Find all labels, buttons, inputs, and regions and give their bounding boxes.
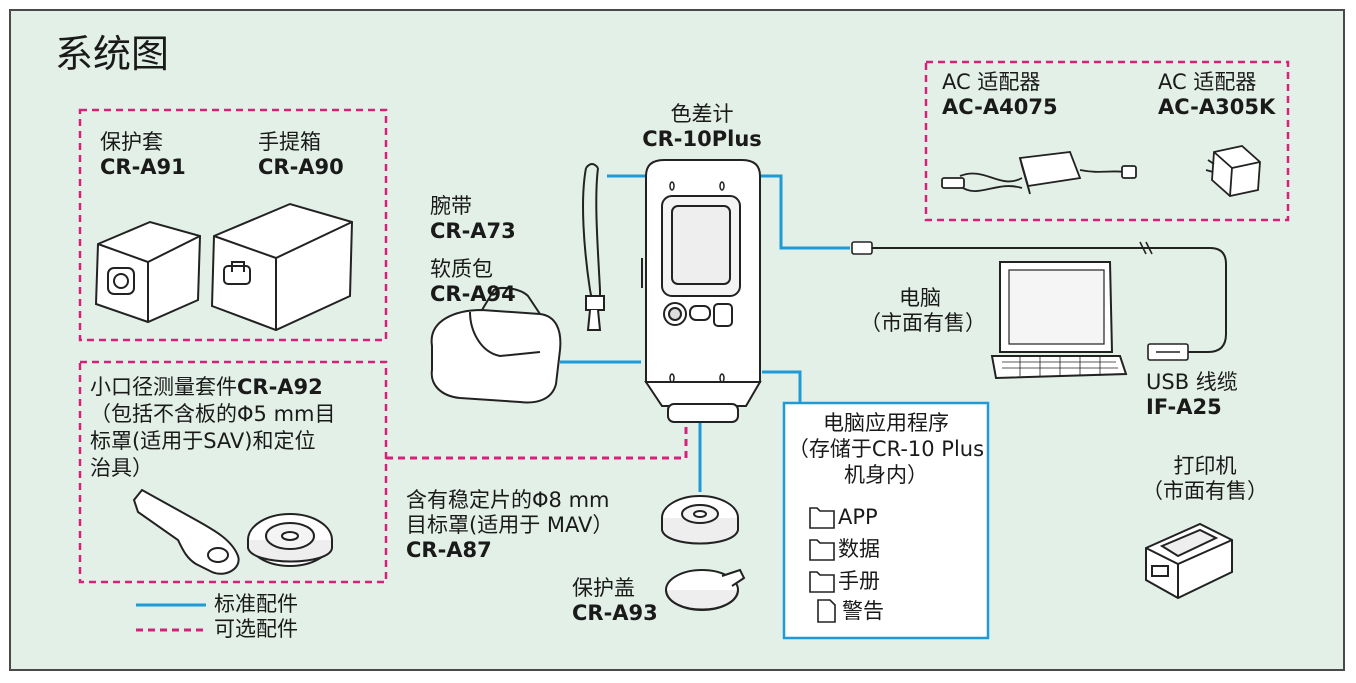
small-aperture-line3: 标罩(适用于SAV)和定位: [90, 429, 316, 453]
software-sub2: 机身内）: [844, 463, 928, 487]
cases-box: [78, 108, 388, 342]
small-aperture-line2: （包括不含板的Φ5 mm目: [90, 402, 336, 426]
small-aperture-box: [78, 360, 388, 584]
small-aperture-line4: 治具）: [90, 456, 153, 480]
folder-icon: [809, 571, 835, 593]
standard-connections: [560, 174, 850, 492]
protective-case-drawing: [94, 220, 202, 324]
adapter-a4075-model: AC-A4075: [942, 95, 1058, 119]
protective-case-name: 保护套: [100, 130, 163, 154]
carrying-box-drawing: [210, 202, 354, 332]
strap-drawing: [582, 163, 605, 331]
soft-case-drawing: [430, 287, 562, 404]
laptop-drawing: [990, 261, 1128, 380]
protective-case-model: CR-A91: [100, 155, 186, 179]
protective-cap-name: 保护盖: [572, 576, 635, 600]
software-item-warning: 警告: [842, 599, 884, 623]
main-unit-label: 色差计 CR-10Plus: [640, 102, 764, 152]
adapter-a4075-label: AC 适配器 AC-A4075: [942, 70, 1058, 120]
main-unit-drawing: [641, 159, 762, 423]
software-icons: [809, 507, 836, 623]
folder-icon: [809, 539, 835, 561]
small-aperture-model: CR-A92: [237, 375, 323, 399]
usb-cable-drawing: [851, 241, 1227, 361]
folder-icon: [809, 507, 835, 529]
protective-case-label: 保护套 CR-A91: [100, 130, 186, 180]
target-mask-drawing: [661, 495, 739, 545]
small-aperture-prefix: 小口径测量套件: [90, 375, 237, 399]
carrying-box-model: CR-A90: [258, 155, 344, 179]
software-title: 电脑应用程序: [823, 411, 949, 435]
protective-cap-label: 保护盖 CR-A93: [572, 576, 658, 626]
adapter-box: [924, 60, 1290, 222]
strap-label: 腕带 CR-A73: [430, 194, 516, 244]
carrying-box-name: 手提箱: [258, 130, 321, 154]
soft-case-name: 软质包: [430, 257, 493, 281]
software-item-app: APP: [838, 505, 878, 529]
legend-optional-label: 可选配件: [214, 617, 298, 641]
small-aperture-label: 小口径测量套件CR-A92 （包括不含板的Φ5 mm目 标罩(适用于SAV)和定…: [90, 374, 335, 482]
usb-cable-name: USB 线缆: [1146, 370, 1238, 394]
strap-name: 腕带: [430, 194, 472, 218]
pc-note: （市面有售）: [860, 311, 986, 335]
adapter-a4075-name: AC 适配器: [942, 70, 1041, 94]
printer-name: 打印机: [1173, 454, 1237, 478]
adapter-a305k-label: AC 适配器 AC-A305K: [1158, 70, 1275, 120]
software-sub1: （存储于CR-10 Plus: [787, 437, 985, 461]
positioning-jig-drawing: [132, 488, 240, 575]
pc-name: 电脑: [899, 286, 941, 310]
strap-model: CR-A73: [430, 219, 516, 243]
optional-connections: [386, 418, 688, 460]
target-mask-line1: 含有稳定片的Φ8 mm: [406, 488, 610, 512]
main-unit-name: 色差计: [670, 102, 734, 126]
main-unit-model: CR-10Plus: [642, 127, 762, 151]
target-mask-line2: 目标罩(适用于 MAV）: [406, 513, 614, 537]
printer-drawing: [1145, 522, 1233, 600]
usb-cable-label: USB 线缆 IF-A25: [1146, 370, 1238, 420]
printer-note: （市面有售）: [1142, 479, 1268, 503]
target-mask-label: 含有稳定片的Φ8 mm 目标罩(适用于 MAV） CR-A87: [406, 488, 613, 563]
target-mask-model: CR-A87: [406, 538, 492, 562]
printer-label: 打印机 （市面有售）: [1138, 454, 1272, 504]
soft-case-model: CR-A94: [430, 282, 516, 306]
aperture-mask-drawing: [247, 513, 333, 567]
adapter-a4075-drawing: [941, 151, 1137, 195]
software-item-data: 数据: [838, 537, 880, 561]
carrying-box-label: 手提箱 CR-A90: [258, 130, 344, 180]
adapter-a305k-model: AC-A305K: [1158, 95, 1276, 119]
usb-cable-model: IF-A25: [1146, 395, 1222, 419]
document-icon: [817, 599, 836, 623]
diagram-title: 系统图: [55, 32, 170, 76]
soft-case-label: 软质包 CR-A94: [430, 257, 516, 307]
software-item-manual: 手册: [838, 569, 880, 593]
adapter-a305k-drawing: [1205, 145, 1261, 197]
pc-label: 电脑 （市面有售）: [860, 286, 986, 336]
protective-cap-drawing: [665, 568, 746, 611]
software-label: 电脑应用程序 （存储于CR-10 Plus 机身内）: [786, 410, 986, 488]
legend-standard-label: 标准配件: [214, 592, 298, 616]
protective-cap-model: CR-A93: [572, 601, 658, 625]
adapter-a305k-name: AC 适配器: [1158, 70, 1257, 94]
